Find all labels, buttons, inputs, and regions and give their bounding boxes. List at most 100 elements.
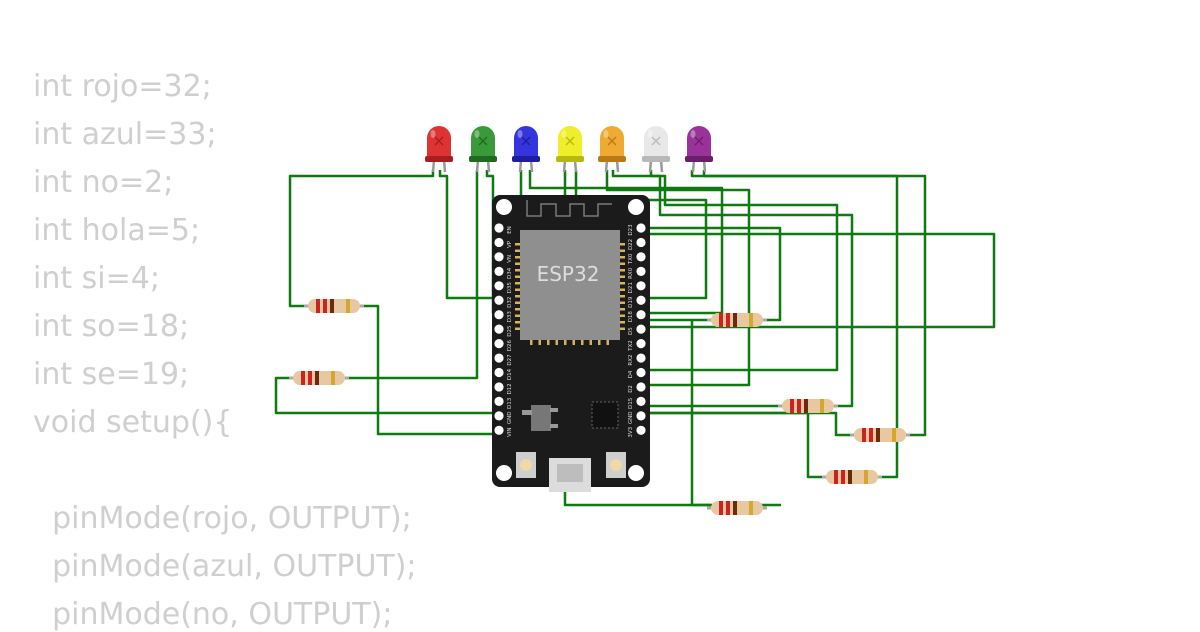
chip-pad <box>515 308 520 311</box>
wire <box>580 226 782 322</box>
pin-header[interactable] <box>494 353 504 363</box>
pin-label: D32 <box>507 297 513 308</box>
pin-label: D27 <box>507 354 513 366</box>
pin-header[interactable] <box>636 252 646 262</box>
led-purple[interactable] <box>685 126 713 173</box>
resistor[interactable] <box>707 501 767 515</box>
pin-label: 3V3 <box>628 426 634 437</box>
pin-label: RX2 <box>628 355 634 366</box>
pin-header[interactable] <box>636 310 646 320</box>
pin-label: D5 <box>628 327 634 335</box>
usb-serial-chip <box>591 401 619 429</box>
pin-header[interactable] <box>494 266 504 276</box>
pin-label: VIN <box>507 428 513 438</box>
pin-label: TX0 <box>628 253 634 265</box>
resistor[interactable] <box>822 470 882 484</box>
pin-label: D22 <box>628 239 634 250</box>
pin-label: VP <box>507 240 513 248</box>
chip-pad <box>620 321 625 324</box>
esp32-module <box>520 230 620 340</box>
wire <box>690 320 711 507</box>
esp32-board[interactable]: ESP32 ENVPVND34D35D32D33D25D26D27D14D12D… <box>492 195 650 492</box>
pin-header[interactable] <box>494 281 504 291</box>
chip-pad <box>589 340 592 345</box>
led-green[interactable] <box>469 126 497 173</box>
wire <box>288 170 435 308</box>
chip-pad <box>620 308 625 311</box>
code-line: int no=2; <box>33 165 174 200</box>
chip-pad <box>515 314 520 317</box>
pin-header[interactable] <box>636 223 646 233</box>
led-red[interactable] <box>425 126 453 173</box>
chip-pad <box>620 269 625 272</box>
pin-header[interactable] <box>494 367 504 378</box>
pin-header[interactable] <box>494 237 504 248</box>
pin-header[interactable] <box>636 425 646 435</box>
wire <box>641 411 853 437</box>
pin-header[interactable] <box>494 252 504 262</box>
usb-port-inner <box>557 464 583 482</box>
chip-pad <box>620 288 625 291</box>
led-blue[interactable] <box>512 126 540 173</box>
code-line: int so=18; <box>33 309 190 344</box>
pin-header[interactable] <box>494 425 504 435</box>
pin-header[interactable] <box>636 411 646 421</box>
pin-label: D15 <box>628 397 634 409</box>
chip-pad <box>581 340 584 345</box>
chip-pad <box>620 301 625 304</box>
led-orange[interactable] <box>598 126 626 173</box>
pin-header[interactable] <box>494 324 504 334</box>
boot-button[interactable] <box>516 452 536 478</box>
chip-pad <box>555 340 558 345</box>
pin-label: RX0 <box>628 267 634 279</box>
resistors <box>289 299 910 515</box>
pin-header[interactable] <box>494 223 504 233</box>
chip-pad <box>515 275 520 278</box>
resistor[interactable] <box>707 313 767 327</box>
pin-header[interactable] <box>636 237 646 248</box>
pin-header[interactable] <box>636 281 646 291</box>
pin-header[interactable] <box>494 295 504 305</box>
mount-hole <box>496 465 512 481</box>
wire <box>702 170 927 437</box>
pin-header[interactable] <box>636 353 646 363</box>
code-line: void setup(){ <box>33 405 233 440</box>
pin-label: D4 <box>628 370 634 378</box>
chip-pad <box>620 256 625 259</box>
pin-header[interactable] <box>494 411 504 421</box>
resistor[interactable] <box>850 428 910 442</box>
pin-header[interactable] <box>494 396 504 406</box>
chip-pad <box>515 282 520 285</box>
reset-button[interactable] <box>606 452 626 478</box>
pin-header[interactable] <box>636 367 646 378</box>
code-line: int rojo=32; <box>33 69 212 104</box>
regulator-pin <box>550 424 558 428</box>
resistor[interactable] <box>304 299 364 313</box>
resistor[interactable] <box>289 371 349 385</box>
pin-header[interactable] <box>636 396 646 406</box>
pin-label: D23 <box>628 224 634 236</box>
pin-label: D19 <box>628 296 634 308</box>
chip-pads <box>515 243 625 345</box>
wires <box>274 170 996 507</box>
pin-label: EN <box>507 226 513 234</box>
chip-pad <box>515 249 520 252</box>
pin-label: D13 <box>507 397 513 409</box>
pin-header[interactable] <box>494 382 504 392</box>
pin-header[interactable] <box>636 339 646 349</box>
led-yellow[interactable] <box>556 126 584 173</box>
pin-header[interactable] <box>636 295 646 305</box>
chip-pad <box>620 275 625 278</box>
mount-hole <box>628 465 644 481</box>
led-white[interactable] <box>642 126 670 173</box>
pin-header[interactable] <box>494 310 504 320</box>
chip-pad <box>515 256 520 259</box>
pin-header[interactable] <box>636 382 646 392</box>
pin-label: D14 <box>507 368 513 380</box>
pin-header[interactable] <box>636 324 646 334</box>
pin-header[interactable] <box>636 266 646 276</box>
pin-header[interactable] <box>494 339 504 349</box>
resistor[interactable] <box>778 399 838 413</box>
leds <box>425 126 713 173</box>
pin-label: GND <box>507 412 513 425</box>
